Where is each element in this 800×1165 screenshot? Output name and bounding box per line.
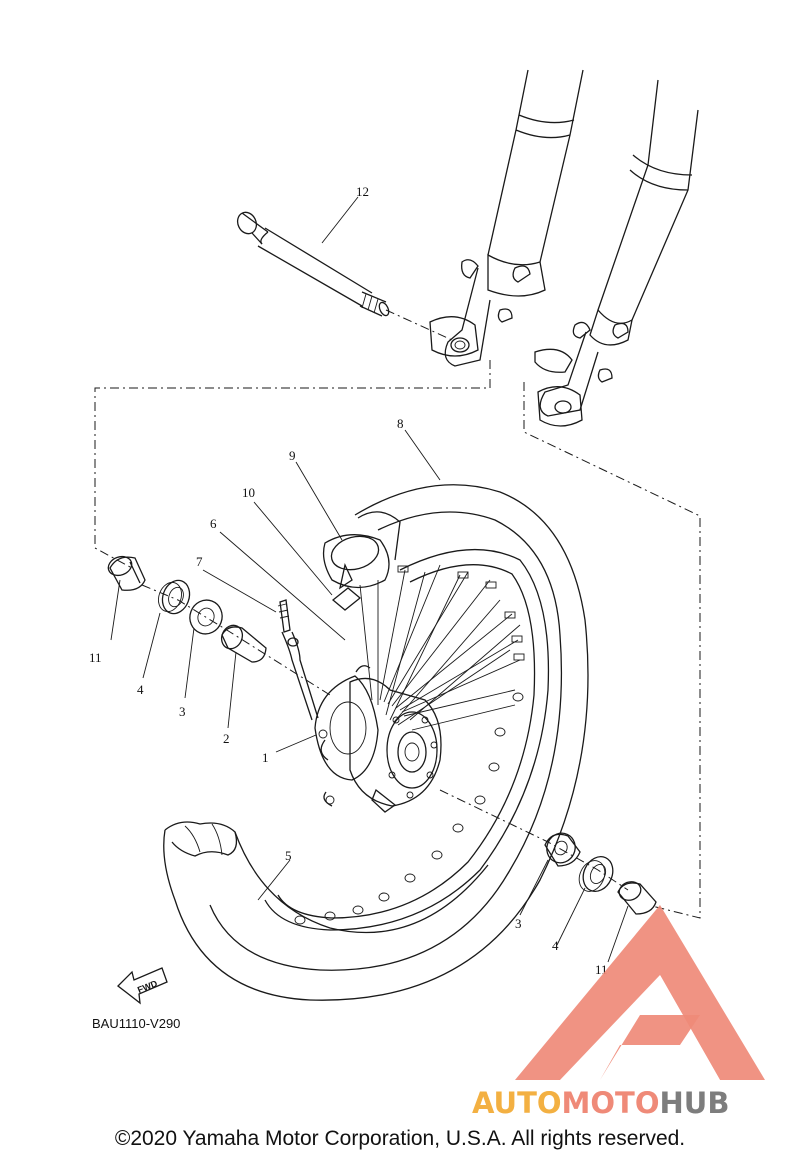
watermark-auto: AUTO: [472, 1086, 562, 1120]
rim: [264, 548, 550, 931]
spoke-nipples: [397, 565, 525, 661]
spokes: [359, 564, 521, 731]
callout-6: 6: [210, 516, 217, 531]
left-oil-seal: [158, 579, 191, 615]
callout-3-right: 3: [515, 916, 522, 931]
leader-lines: [110, 196, 629, 963]
tube: [322, 511, 401, 590]
left-collar: [107, 555, 146, 591]
watermark-hub: HUB: [660, 1086, 730, 1120]
rim-band: [331, 587, 362, 611]
watermark-logo: AUTOMOTOHUB: [472, 905, 765, 1120]
callout-numbers: 12 8 9 10 6 7 11 4 3 2 1 5 3 4 11: [89, 184, 608, 977]
front-fork-left: [429, 69, 584, 367]
callout-2: 2: [223, 731, 230, 746]
rim-spoke-holes: [294, 692, 524, 925]
callout-4-right: 4: [552, 938, 559, 953]
right-bearing: [544, 832, 581, 867]
right-collar: [617, 881, 657, 915]
svg-text:AUTOMOTOHUB: AUTOMOTOHUB: [472, 1086, 729, 1120]
callout-7: 7: [196, 554, 203, 569]
callout-3-left: 3: [179, 704, 186, 719]
callout-12: 12: [356, 184, 369, 199]
callout-11-left: 11: [89, 650, 102, 665]
spacer: [220, 624, 267, 663]
tire: [163, 484, 589, 1001]
meter-gear-unit: [314, 665, 379, 807]
callout-8: 8: [397, 416, 404, 431]
callout-1: 1: [262, 750, 269, 765]
right-oil-seal: [578, 855, 614, 893]
callout-9: 9: [289, 448, 296, 463]
forward-arrow: FWD: [117, 967, 168, 1005]
meter-cable: [277, 599, 319, 721]
left-bearing: [189, 599, 223, 635]
callout-5: 5: [285, 848, 292, 863]
callout-4-left: 4: [137, 682, 144, 697]
hub: [349, 677, 442, 813]
watermark-moto: MOTO: [562, 1086, 660, 1120]
copyright-notice: ©2020 Yamaha Motor Corporation, U.S.A. A…: [114, 1127, 686, 1150]
forward-arrow-label: FWD: [136, 978, 159, 995]
callout-10: 10: [242, 485, 255, 500]
diagram-code: BAU1110-V290: [92, 1016, 180, 1031]
axle: [236, 211, 390, 317]
front-fork-right: [534, 79, 699, 427]
